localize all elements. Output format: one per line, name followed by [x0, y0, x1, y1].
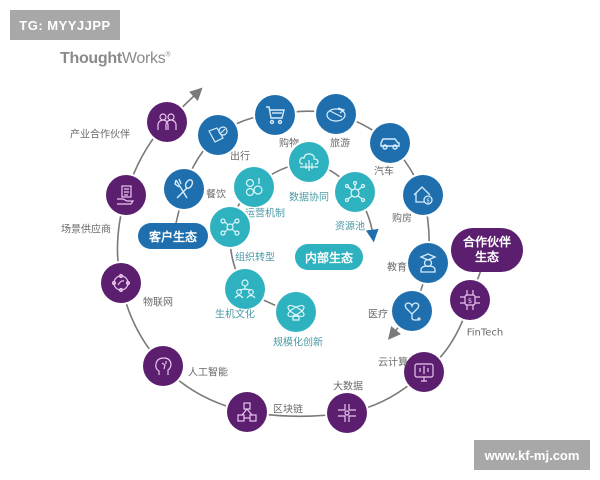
customer-label: 旅游 — [330, 138, 350, 150]
heart-stethoscope-icon — [404, 302, 421, 321]
customer-label: 医疗 — [368, 309, 388, 321]
team-icon — [234, 279, 256, 299]
partner-node-cloud-computing — [404, 352, 444, 392]
car-icon — [380, 138, 400, 150]
partner-label: 大数据 — [333, 381, 363, 393]
blockchain-cubes-icon — [237, 402, 257, 422]
shopping-cart-icon — [266, 106, 285, 125]
logo-mark: ® — [165, 51, 171, 59]
internal-ecosystem-hub: 内部生态 — [295, 244, 363, 270]
partner-node-ai — [143, 346, 183, 386]
internal-node-data-collaboration — [289, 142, 329, 182]
customer-label: 出行 — [230, 151, 250, 163]
internal-node-org-transformation — [210, 207, 250, 247]
partner-ecosystem-hub: 合作伙伴 生态 — [451, 228, 523, 272]
airplane-globe-icon — [326, 107, 346, 122]
partner-node-big-data — [327, 393, 367, 433]
watermark-bottom: www.kf-mj.com — [474, 440, 590, 470]
customer-node-travel — [198, 115, 238, 155]
partner-node-fintech: $ — [450, 280, 490, 320]
partner-label: 产业合作伙伴 — [70, 129, 130, 141]
watermark-top: TG: MYYJJPP — [10, 10, 120, 40]
customer-ecosystem-hub: 客户生态 — [138, 223, 208, 249]
atom-bulb-icon — [287, 304, 305, 321]
customer-node-education — [408, 243, 448, 283]
gears-icon — [245, 178, 263, 197]
internal-label: 运营机制 — [245, 208, 285, 220]
customer-label: 汽车 — [374, 166, 394, 178]
partner-label: 场景供应商 — [61, 224, 111, 236]
internal-label: 资源池 — [335, 221, 365, 233]
customer-node-healthcare — [392, 291, 432, 331]
customer-node-car — [370, 123, 410, 163]
svg-text:$: $ — [426, 198, 430, 205]
partner-label: 物联网 — [143, 297, 173, 309]
customer-label: 餐饮 — [206, 189, 226, 201]
document-hand-icon — [117, 185, 135, 205]
partner-label: 云计算 — [378, 357, 408, 369]
partner-node-iot — [101, 263, 141, 303]
hub-label-line1: 合作伙伴 — [462, 235, 511, 249]
house-dollar-icon: $ — [413, 186, 433, 205]
cloud-computer-icon — [414, 363, 434, 382]
customer-label: 购物 — [279, 138, 299, 150]
partner-node-industry-partners — [147, 102, 187, 142]
partner-node-blockchain — [227, 392, 267, 432]
customer-label: 购房 — [392, 213, 412, 225]
partner-label: 区块链 — [273, 404, 303, 416]
logo-bold: Thought — [60, 50, 122, 67]
internal-label: 生机文化 — [215, 309, 255, 321]
internal-node-resource-pool — [335, 172, 375, 212]
org-network-icon — [220, 218, 240, 236]
network-hub-icon — [344, 180, 366, 203]
travel-map-icon — [208, 126, 228, 143]
customer-node-tourism — [316, 94, 356, 134]
partner-label: FinTech — [466, 327, 504, 339]
partner-node-scenario-suppliers — [106, 175, 146, 215]
customer-node-dining — [164, 169, 204, 209]
big-data-icon — [338, 404, 356, 422]
fintech-chip-icon: $ — [460, 290, 480, 310]
customer-label: 教育 — [387, 262, 407, 274]
people-icon — [157, 113, 177, 130]
fork-spoon-icon — [174, 178, 194, 199]
internal-node-culture — [225, 269, 265, 309]
logo-light: Works — [121, 50, 166, 67]
internal-node-operations — [234, 167, 274, 207]
internal-label: 数据协同 — [289, 192, 329, 204]
internal-node-scaled-innovation — [276, 292, 316, 332]
internal-label: 规模化创新 — [273, 337, 323, 349]
partner-label: 人工智能 — [188, 367, 228, 379]
customer-node-housing: $ — [403, 175, 443, 215]
hub-label-line2: 生态 — [474, 250, 499, 264]
internal-label: 组织转型 — [235, 252, 275, 264]
thoughtworks-logo: ThoughtWorks® — [60, 50, 171, 68]
graduate-icon — [419, 253, 437, 273]
customer-node-shopping — [255, 95, 295, 135]
svg-text:$: $ — [468, 297, 472, 305]
cloud-data-icon — [299, 153, 319, 171]
iot-network-icon — [111, 273, 131, 293]
ai-head-icon — [155, 357, 172, 375]
